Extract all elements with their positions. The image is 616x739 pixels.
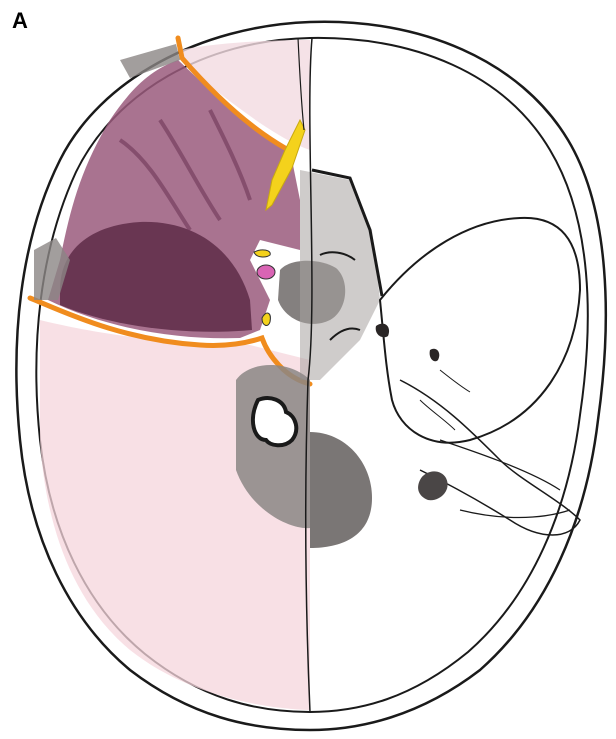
carotid-pink — [257, 265, 275, 279]
panel-label: A — [12, 10, 28, 32]
